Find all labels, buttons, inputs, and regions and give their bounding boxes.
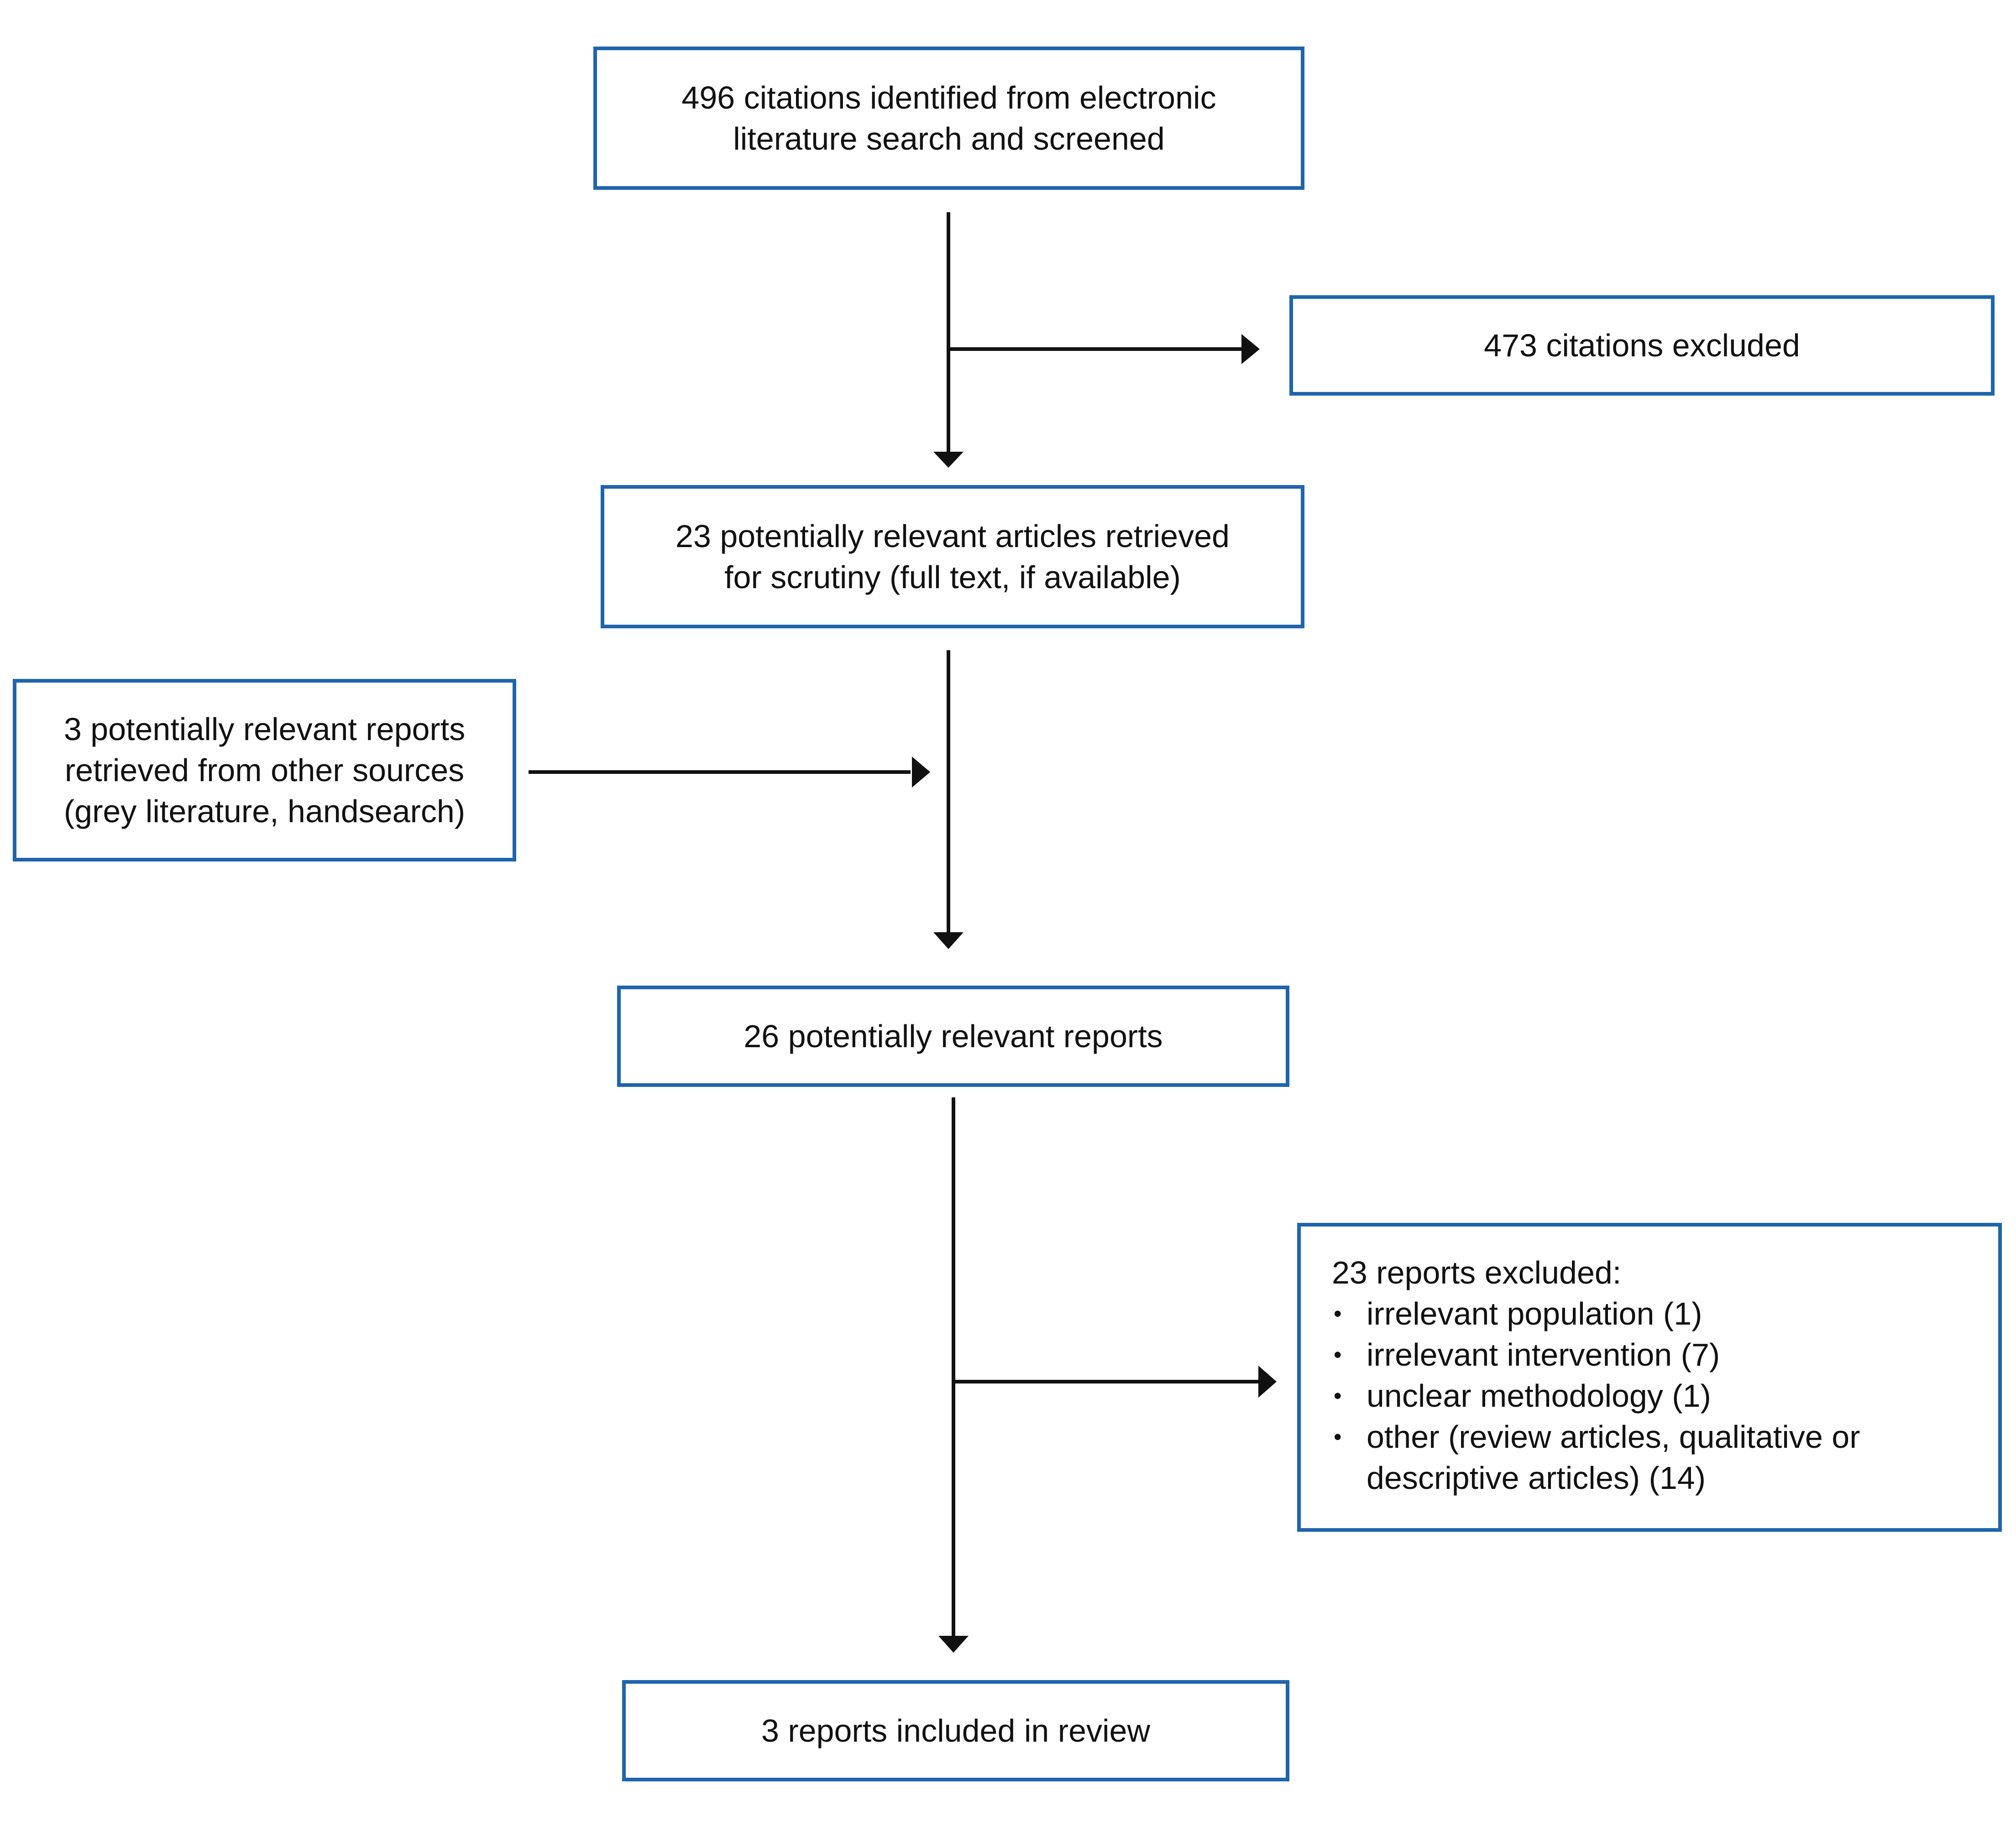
- box-articles-retrieved: 23 potentially relevant articles retriev…: [601, 485, 1304, 628]
- exclusion-reason: • irrelevant population (1): [1332, 1293, 1860, 1334]
- box-text-line: 473 citations excluded: [1484, 328, 1800, 363]
- box-text-line: literature search and screened: [733, 121, 1165, 157]
- exclusion-reason-text: irrelevant population (1): [1367, 1296, 1702, 1331]
- arrowhead-right-reports-excluded: [1258, 1366, 1277, 1398]
- box-reports-included: 3 reports included in review: [622, 1680, 1289, 1781]
- box-text-line: retrieved from other sources: [64, 752, 465, 788]
- exclusion-reason-text: unclear methodology (1): [1367, 1378, 1711, 1414]
- box-text-line: (grey literature, handsearch): [63, 793, 466, 829]
- bullet-icon: •: [1334, 1301, 1342, 1326]
- excluded-reports-heading: 23 reports excluded:: [1332, 1255, 1622, 1290]
- bullet-icon: •: [1334, 1383, 1342, 1409]
- arrowhead-right-citations-excluded: [1241, 334, 1260, 364]
- box-text-line: 3 reports included in review: [761, 1713, 1151, 1749]
- box-other-sources: 3 potentially relevant reports retrieved…: [13, 679, 516, 861]
- exclusion-reason-text-continued: descriptive articles) (14): [1367, 1460, 1706, 1496]
- arrowhead-down-relevant: [933, 932, 963, 949]
- exclusion-reason: • unclear methodology (1): [1332, 1375, 1860, 1416]
- exclusion-reason: • irrelevant intervention (7): [1332, 1334, 1860, 1375]
- arrowhead-down-included: [938, 1636, 969, 1653]
- arrowhead-right-other-sources: [912, 757, 930, 788]
- box-text-line: 23 potentially relevant articles retriev…: [675, 518, 1230, 554]
- box-text-line: 496 citations identified from electronic: [681, 80, 1216, 115]
- box-text-line: for scrutiny (full text, if available): [724, 559, 1181, 595]
- bullet-icon: •: [1334, 1424, 1342, 1450]
- box-text-line: 26 potentially relevant reports: [744, 1018, 1163, 1054]
- exclusion-reason-text: irrelevant intervention (7): [1367, 1337, 1720, 1373]
- box-citations-excluded: 473 citations excluded: [1289, 295, 1995, 396]
- exclusion-reasons-list: • irrelevant population (1) • irrelevant i…: [1332, 1293, 1860, 1498]
- box-reports-excluded: 23 reports excluded: • irrelevant populat…: [1297, 1223, 2002, 1532]
- exclusion-reason-text: other (review articles, qualitative or: [1367, 1419, 1860, 1455]
- box-relevant-reports: 26 potentially relevant reports: [617, 986, 1289, 1087]
- bullet-icon: •: [1334, 1342, 1342, 1368]
- arrowhead-down-retrieved: [933, 452, 963, 468]
- box-citations-identified: 496 citations identified from electronic…: [593, 47, 1304, 190]
- box-text-line: 3 potentially relevant reports: [63, 711, 466, 747]
- exclusion-reason: • other (review articles, qualitative or d…: [1332, 1416, 1860, 1498]
